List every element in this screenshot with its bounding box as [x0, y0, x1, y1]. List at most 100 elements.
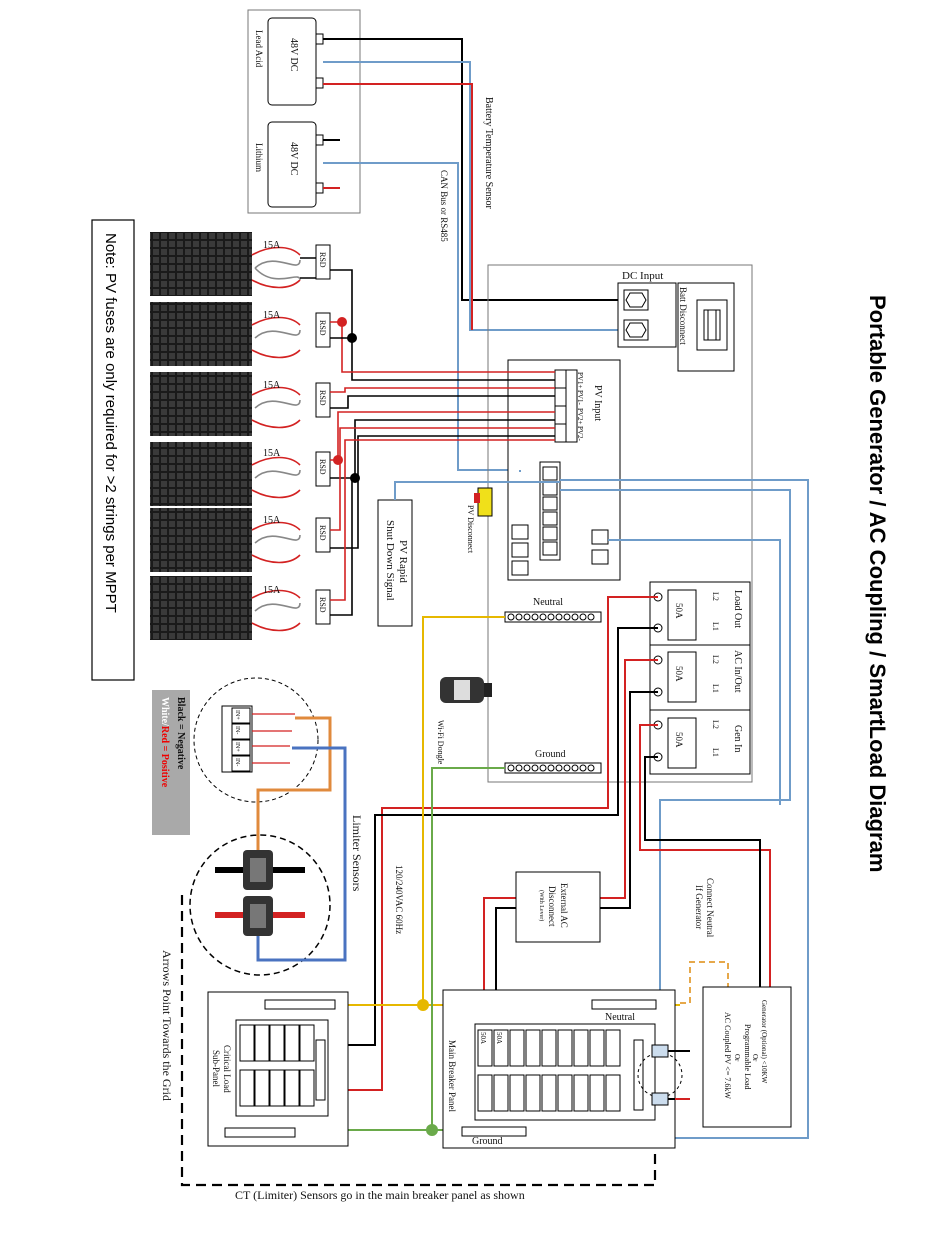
generator-box: Generator (Optional) <10KW Or Programmab… [702, 986, 792, 1128]
pv-term-1: PV1+ [576, 372, 584, 388]
rsd-label: RSD [318, 459, 327, 475]
ac-wires [348, 596, 771, 1131]
breaker-50a: 50A [674, 666, 684, 682]
fuse-label: 15A [263, 515, 281, 526]
diagram-title: Portable Generator / AC Coupling / Smart… [865, 295, 890, 872]
battery-group: 48V DC Lead Acid 48V DC Lithium [247, 9, 361, 214]
pv-disconnect-label: PV Disconnect [466, 505, 475, 554]
lithium-label: Lithium [254, 143, 264, 172]
pv-panel [150, 508, 252, 572]
ac-in-out-label: AC In/Out [732, 650, 743, 693]
fuse-label: 15A [263, 310, 281, 321]
rsd-label: RSD [318, 320, 327, 336]
generator-label-3: Programmable Load [743, 1024, 752, 1090]
breaker-50a: 50A [674, 732, 684, 748]
pv-input-label: PV Input [592, 385, 603, 421]
limiter-sensors-label: Limiter Sensors [350, 815, 364, 892]
rsd-label: RSD [318, 252, 327, 268]
load-out-label: Load Out [732, 590, 743, 628]
main-breaker-50a: 50A [495, 1032, 503, 1044]
critical-load-subpanel: Critical Load Sub-Panel [207, 991, 349, 1147]
pv-panel [150, 372, 252, 436]
pv-term-4: PV2- [576, 426, 584, 441]
l1-label: L1 [711, 748, 720, 757]
main-neutral-label: Neutral [605, 1012, 635, 1023]
pv-disconnect[interactable]: PV Disconnect [466, 487, 493, 554]
pv-input-box: PV Input PV1+ PV1- PV2+ PV2- [507, 359, 621, 581]
pv-rapid-label-2: Shut Down Signal [384, 520, 396, 601]
pv-strings [251, 246, 301, 632]
pv-fuse-note: Note: PV fuses are only required for >2 … [91, 219, 135, 681]
pv-panel [150, 232, 252, 296]
inverter-ground-label: Ground [535, 749, 566, 760]
dc-input-label: DC Input [622, 270, 663, 282]
arrows-point-label: Arrows Point Towards the Grid [160, 950, 174, 1101]
rsd-label: RSD [318, 390, 327, 406]
l1-label: L1 [711, 684, 720, 693]
l2-label: L2 [711, 592, 720, 601]
ct-caption: CT (Limiter) Sensors go in the main brea… [235, 1188, 525, 1202]
ct-detail: IN+ IN- IN+ IN- [189, 677, 331, 976]
external-ac-disconnect: External AC Disconnect (With Lever) [515, 871, 601, 943]
ct-term: IN+ [234, 742, 240, 752]
wifi-dongle: Wi-Fi Dongle [436, 677, 492, 765]
can-bus-label: CAN Bus or RS485 [439, 170, 449, 242]
gen-in-label: Gen In [732, 725, 743, 753]
ct-term: IN+ [234, 710, 240, 720]
ext-ac-label-1: External AC [559, 883, 569, 928]
ct-term: IN- [234, 726, 240, 734]
main-breaker-panel-label: Main Breaker Panel [447, 1040, 457, 1112]
rsd-units [315, 244, 331, 625]
wifi-dongle-label: Wi-Fi Dongle [436, 720, 445, 765]
ext-ac-label-2: Disconnect [547, 886, 557, 927]
inverter-outline [487, 264, 753, 783]
l2-label: L2 [711, 720, 720, 729]
rsd-label: RSD [318, 597, 327, 613]
pv-term-3: PV2+ [576, 408, 584, 424]
generator-label-4: Or [733, 1054, 741, 1062]
legend-black: Black = Negative [175, 697, 186, 770]
inverter-breakers: Load Out AC In/Out Gen In 50A 50A 50A L2… [649, 581, 751, 775]
legend-white-red: White/Red = Positive [159, 697, 170, 788]
pv-rapid-label-1: PV Rapid [397, 540, 409, 583]
pv-array [150, 232, 252, 640]
ext-ac-label-3: (With Lever) [538, 890, 545, 921]
generator-label-1: Generator (Optional) <10KW [760, 1000, 768, 1084]
l1-label: L1 [711, 622, 720, 631]
l2-label: L2 [711, 655, 720, 664]
ct-term: IN- [234, 758, 240, 766]
legend-white: White/ [159, 697, 170, 726]
rsd-labels: RSD RSD RSD RSD RSD RSD [318, 252, 327, 613]
fuse-label: 15A [263, 240, 281, 251]
pv-panel [150, 442, 252, 506]
connect-neutral-2: If Generator [694, 885, 704, 929]
inverter-neutral-label: Neutral [533, 597, 563, 608]
fuse-label: 15A [263, 585, 281, 596]
pv-fuse-note-text: Note: PV fuses are only required for >2 … [102, 233, 119, 613]
dc-input: DC Input Batt Disconnect [617, 270, 735, 372]
pv-panel [150, 302, 252, 366]
pv-panel [150, 576, 252, 640]
lead-acid-voltage: 48V DC [288, 38, 299, 72]
pv-rapid-shutdown: PV Rapid Shut Down Signal [377, 499, 413, 627]
battery-temp-sensor-label: Battery Temperature Sensor [483, 97, 494, 210]
inverter-ground-bar: Ground [504, 749, 602, 774]
generator-label-2: Or [751, 1054, 759, 1062]
fuse-label: 15A [263, 380, 281, 391]
inverter-neutral-bar: Neutral [504, 597, 602, 623]
main-breaker-panel: Neutral Ground Main Breaker Panel 50A 50… [442, 989, 690, 1149]
connect-neutral-1: Connect Neutral [705, 878, 715, 938]
batt-disconnect-label: Batt Disconnect [678, 287, 688, 345]
critical-load-label-2: Sub-Panel [211, 1050, 221, 1087]
voltage-label: 120/240VAC 60Hz [394, 865, 404, 934]
rsd-label: RSD [318, 525, 327, 541]
main-ground-label: Ground [472, 1136, 503, 1147]
main-breaker-50a: 50A [479, 1032, 487, 1044]
comms-wires [519, 470, 809, 1140]
breaker-50a: 50A [674, 603, 684, 619]
wire-color-legend: Black = Negative White/Red = Positive [152, 690, 190, 835]
pv-term-2: PV1- [576, 390, 584, 405]
fuse-labels: 15A 15A 15A 15A 15A 15A [263, 240, 281, 596]
lithium-voltage: 48V DC [288, 142, 299, 176]
generator-label-5: AC Coupled PV <= 7.6kW [723, 1012, 732, 1099]
